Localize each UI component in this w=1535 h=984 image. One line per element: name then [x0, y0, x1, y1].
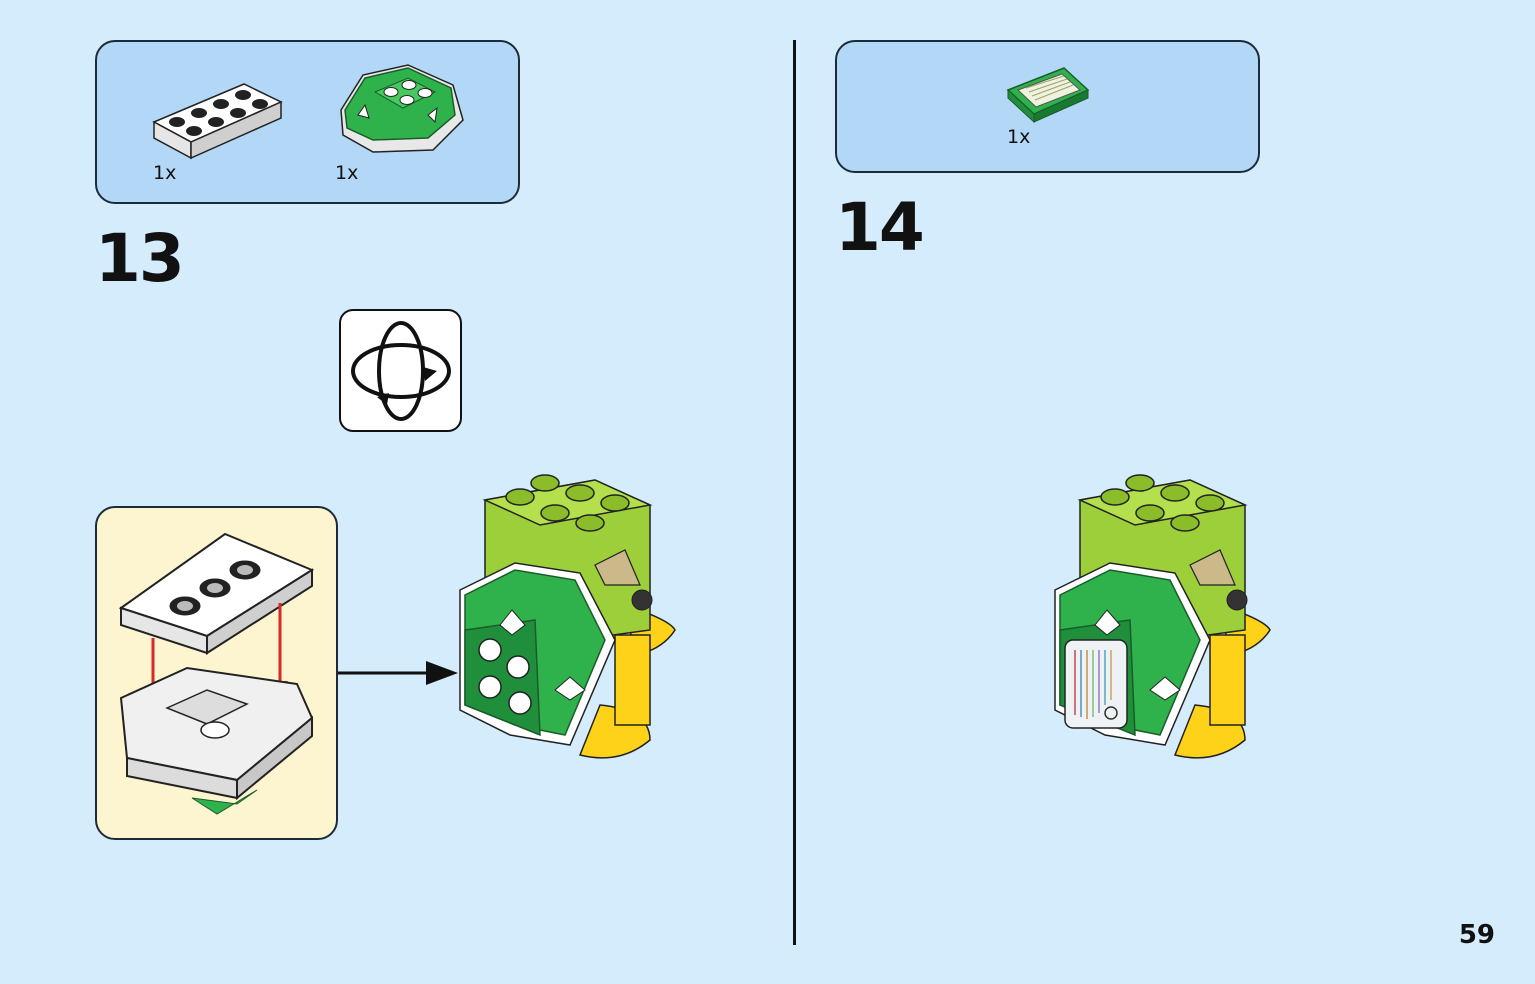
model-step-13 [459, 474, 676, 759]
part-qty-tile: 1x [1007, 126, 1031, 148]
white-plate-2x4-icon [152, 83, 283, 160]
step-number-14: 14 [835, 189, 925, 266]
step-number-13: 13 [95, 220, 185, 297]
parts-box-step-13: 1x 1x [95, 40, 520, 204]
parts-box-step-14: 1x [835, 40, 1260, 173]
part-qty-plate: 1x [153, 162, 177, 184]
rotate-model-box [339, 309, 462, 432]
green-shell-piece-icon [340, 64, 464, 153]
rotate-model-icon [351, 321, 451, 421]
callout-arrow [338, 661, 458, 685]
page-divider [793, 40, 796, 945]
sub-assembly-illustration [118, 532, 315, 815]
sub-assembly-callout [95, 506, 338, 840]
model-step-14 [1054, 474, 1271, 759]
page-number: 59 [1458, 920, 1495, 950]
part-qty-shell: 1x [335, 162, 359, 184]
printed-green-tile-icon [1006, 67, 1090, 124]
